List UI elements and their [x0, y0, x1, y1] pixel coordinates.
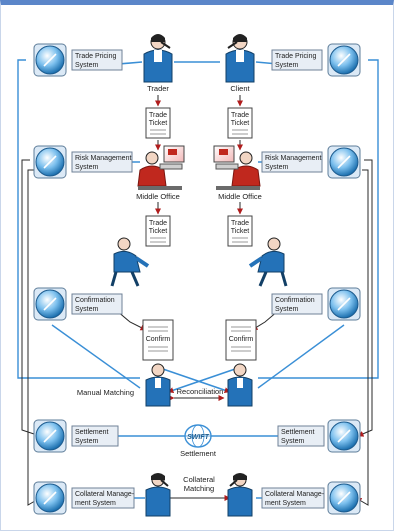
middle-office-label-right: Middle Office [218, 192, 262, 201]
system-label-line1: Settlement [75, 429, 109, 436]
system-trade-pricing-right: Trade Pricing System [271, 43, 361, 77]
manual-matching-person-icon [145, 363, 171, 407]
system-label-line1: Collateral Manage- [265, 491, 325, 498]
trade-ticket-document: Trade Ticket [227, 215, 253, 247]
middle-office-label-left: Middle Office [136, 192, 180, 201]
system-label-line2: System [275, 62, 299, 69]
system-label-line2: ment System [75, 500, 116, 507]
trade-ticket-document: Trade Ticket [145, 215, 171, 247]
system-label-line2: System [265, 164, 289, 171]
system-label-line1: Trade Pricing [275, 53, 316, 60]
svg-text:Ticket: Ticket [149, 120, 167, 127]
collateral-matching-label-line2: Matching [184, 484, 214, 493]
system-label-line1: Risk Management [75, 155, 131, 162]
system-label-line2: System [75, 438, 99, 445]
system-collateral-left: Collateral Manage- ment System [33, 481, 135, 515]
middle-office-operator-icon [137, 145, 185, 190]
system-label-line1: Risk Management [265, 155, 321, 162]
confirm-document: Confirm [225, 319, 257, 361]
swift-label: SWIFT [187, 434, 209, 441]
system-risk-management-right: Risk Management System [261, 145, 361, 179]
reconciliation-person-icon [227, 363, 253, 407]
trade-ticket-document: Trade Ticket [145, 107, 171, 139]
svg-text:Ticket: Ticket [231, 228, 249, 235]
svg-text:Ticket: Ticket [231, 120, 249, 127]
system-label-line1: Trade Pricing [75, 53, 116, 60]
settlement-process-label: Settlement [180, 449, 217, 458]
system-label-line2: System [75, 164, 99, 171]
manual-matching-label: Manual Matching [77, 388, 134, 397]
system-label-line2: ment System [265, 500, 306, 507]
system-confirmation-left: Confirmation System [33, 287, 123, 321]
svg-text:Trade: Trade [149, 112, 167, 119]
client-person-icon [225, 34, 255, 83]
system-settlement-left: Settlement System [33, 419, 119, 453]
system-risk-management-left: Risk Management System [33, 145, 133, 179]
trader-label: Trader [147, 84, 169, 93]
client-label: Client [230, 84, 250, 93]
system-label-line2: System [75, 62, 99, 69]
system-label-line1: Settlement [281, 429, 315, 436]
system-label-line2: System [275, 306, 299, 313]
svg-text:Ticket: Ticket [149, 228, 167, 235]
clerk-seated-icon [248, 237, 288, 287]
trader-person-icon [143, 34, 173, 83]
svg-text:Trade: Trade [149, 220, 167, 227]
collateral-person-right-icon [227, 473, 253, 517]
system-trade-pricing-left: Trade Pricing System [33, 43, 123, 77]
svg-text:Confirm: Confirm [146, 336, 171, 343]
trade-ticket-document: Trade Ticket [227, 107, 253, 139]
system-settlement-right: Settlement System [277, 419, 361, 453]
system-label-line1: Confirmation [275, 297, 315, 304]
system-label-line1: Collateral Manage- [75, 491, 135, 498]
system-label-line2: System [281, 438, 305, 445]
reconciliation-label: Reconciliation [177, 387, 224, 396]
confirm-document: Confirm [142, 319, 174, 361]
system-label-line1: Confirmation [75, 297, 115, 304]
svg-text:Trade: Trade [231, 112, 249, 119]
system-collateral-right: Collateral Manage- ment System [261, 481, 361, 515]
collateral-matching-label-line1: Collateral [183, 475, 215, 484]
clerk-seated-icon [110, 237, 150, 287]
svg-text:Trade: Trade [231, 220, 249, 227]
swift-network-icon: SWIFT [184, 424, 212, 448]
system-confirmation-right: Confirmation System [271, 287, 361, 321]
middle-office-operator-icon [213, 145, 261, 190]
svg-text:Confirm: Confirm [229, 336, 254, 343]
system-label-line2: System [75, 306, 99, 313]
collateral-person-left-icon [145, 473, 171, 517]
